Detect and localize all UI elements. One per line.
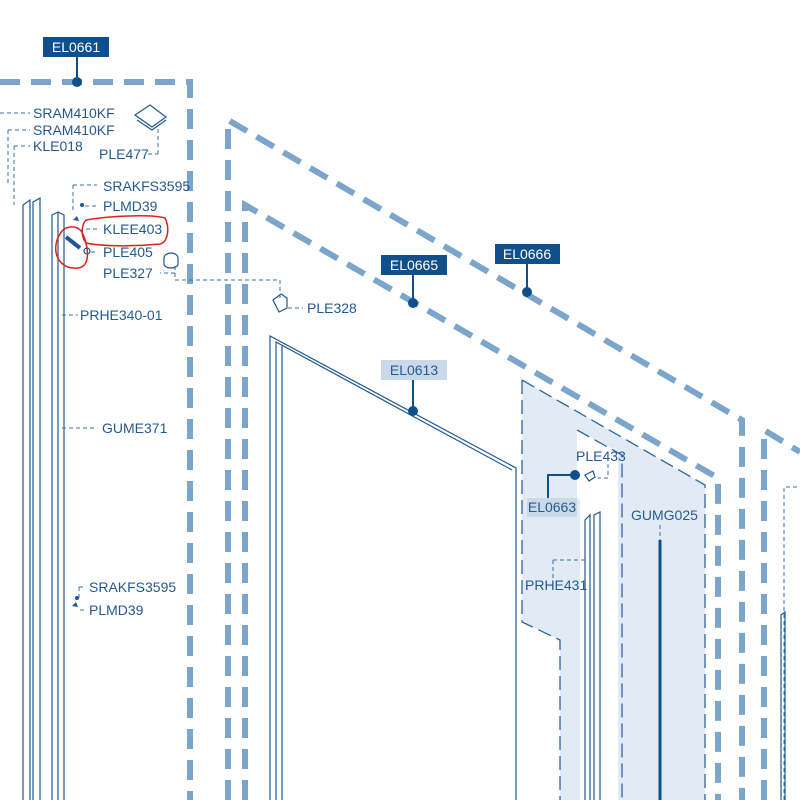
highlight-circle-label xyxy=(81,215,169,247)
label-ple405[interactable]: PLE405 xyxy=(103,244,153,260)
label-ple433[interactable]: PLE433 xyxy=(576,448,626,464)
label-gumg025[interactable]: GUMG025 xyxy=(631,507,698,523)
label-plmd39[interactable]: PLMD39 xyxy=(103,198,158,214)
el0666-frame-right xyxy=(761,424,800,800)
label-klee403[interactable]: KLEE403 xyxy=(103,221,162,237)
el0661-frame xyxy=(0,79,193,800)
badge-el0613[interactable]: EL0613 xyxy=(381,360,447,416)
el0665-frame xyxy=(242,199,721,800)
label-srakfs3595[interactable]: SRAKFS3595 xyxy=(89,579,176,595)
label-plmd39[interactable]: PLMD39 xyxy=(89,602,144,618)
el0663-inner-gap xyxy=(577,430,618,800)
label-prhe431[interactable]: PRHE431 xyxy=(525,577,587,593)
highlight-circle-part xyxy=(55,226,89,269)
label-srakfs3595[interactable]: SRAKFS3595 xyxy=(103,178,190,194)
label-prhe340-01[interactable]: PRHE340-01 xyxy=(80,307,163,323)
badge-el0665[interactable]: EL0665 xyxy=(381,255,447,308)
badge-label: EL0661 xyxy=(52,39,100,55)
el0666-frame xyxy=(225,114,745,800)
door-panel xyxy=(269,334,517,800)
badge-el0661[interactable]: EL0661 xyxy=(43,37,109,87)
el0663-outline-left xyxy=(521,380,561,800)
badge-el0666[interactable]: EL0666 xyxy=(495,244,560,297)
label-kle018[interactable]: KLE018 xyxy=(33,138,83,154)
leader-lines xyxy=(0,112,661,611)
badge-label: EL0613 xyxy=(390,362,438,378)
badge-label: EL0665 xyxy=(390,257,438,273)
badge-label: EL0666 xyxy=(503,246,551,262)
label-ple328[interactable]: PLE328 xyxy=(307,300,357,316)
label-ple477[interactable]: PLE477 xyxy=(99,146,149,162)
right-leader xyxy=(783,486,800,800)
door-panel-inner xyxy=(275,340,513,800)
badge-el0663[interactable]: EL0663 xyxy=(527,470,580,517)
label-sram410kf[interactable]: SRAM410KF xyxy=(33,105,115,121)
label-sram410kf[interactable]: SRAM410KF xyxy=(33,122,115,138)
el0663-inner-outline xyxy=(576,429,623,800)
badge-label: EL0663 xyxy=(528,499,576,515)
part-labels: SRAM410KF SRAM410KF KLE018 PLE477 SRAKFS… xyxy=(33,105,698,618)
label-gume371[interactable]: GUME371 xyxy=(102,420,168,436)
left-profiles xyxy=(22,196,786,800)
label-ple327[interactable]: PLE327 xyxy=(103,265,153,281)
el0663-outline xyxy=(521,379,706,800)
